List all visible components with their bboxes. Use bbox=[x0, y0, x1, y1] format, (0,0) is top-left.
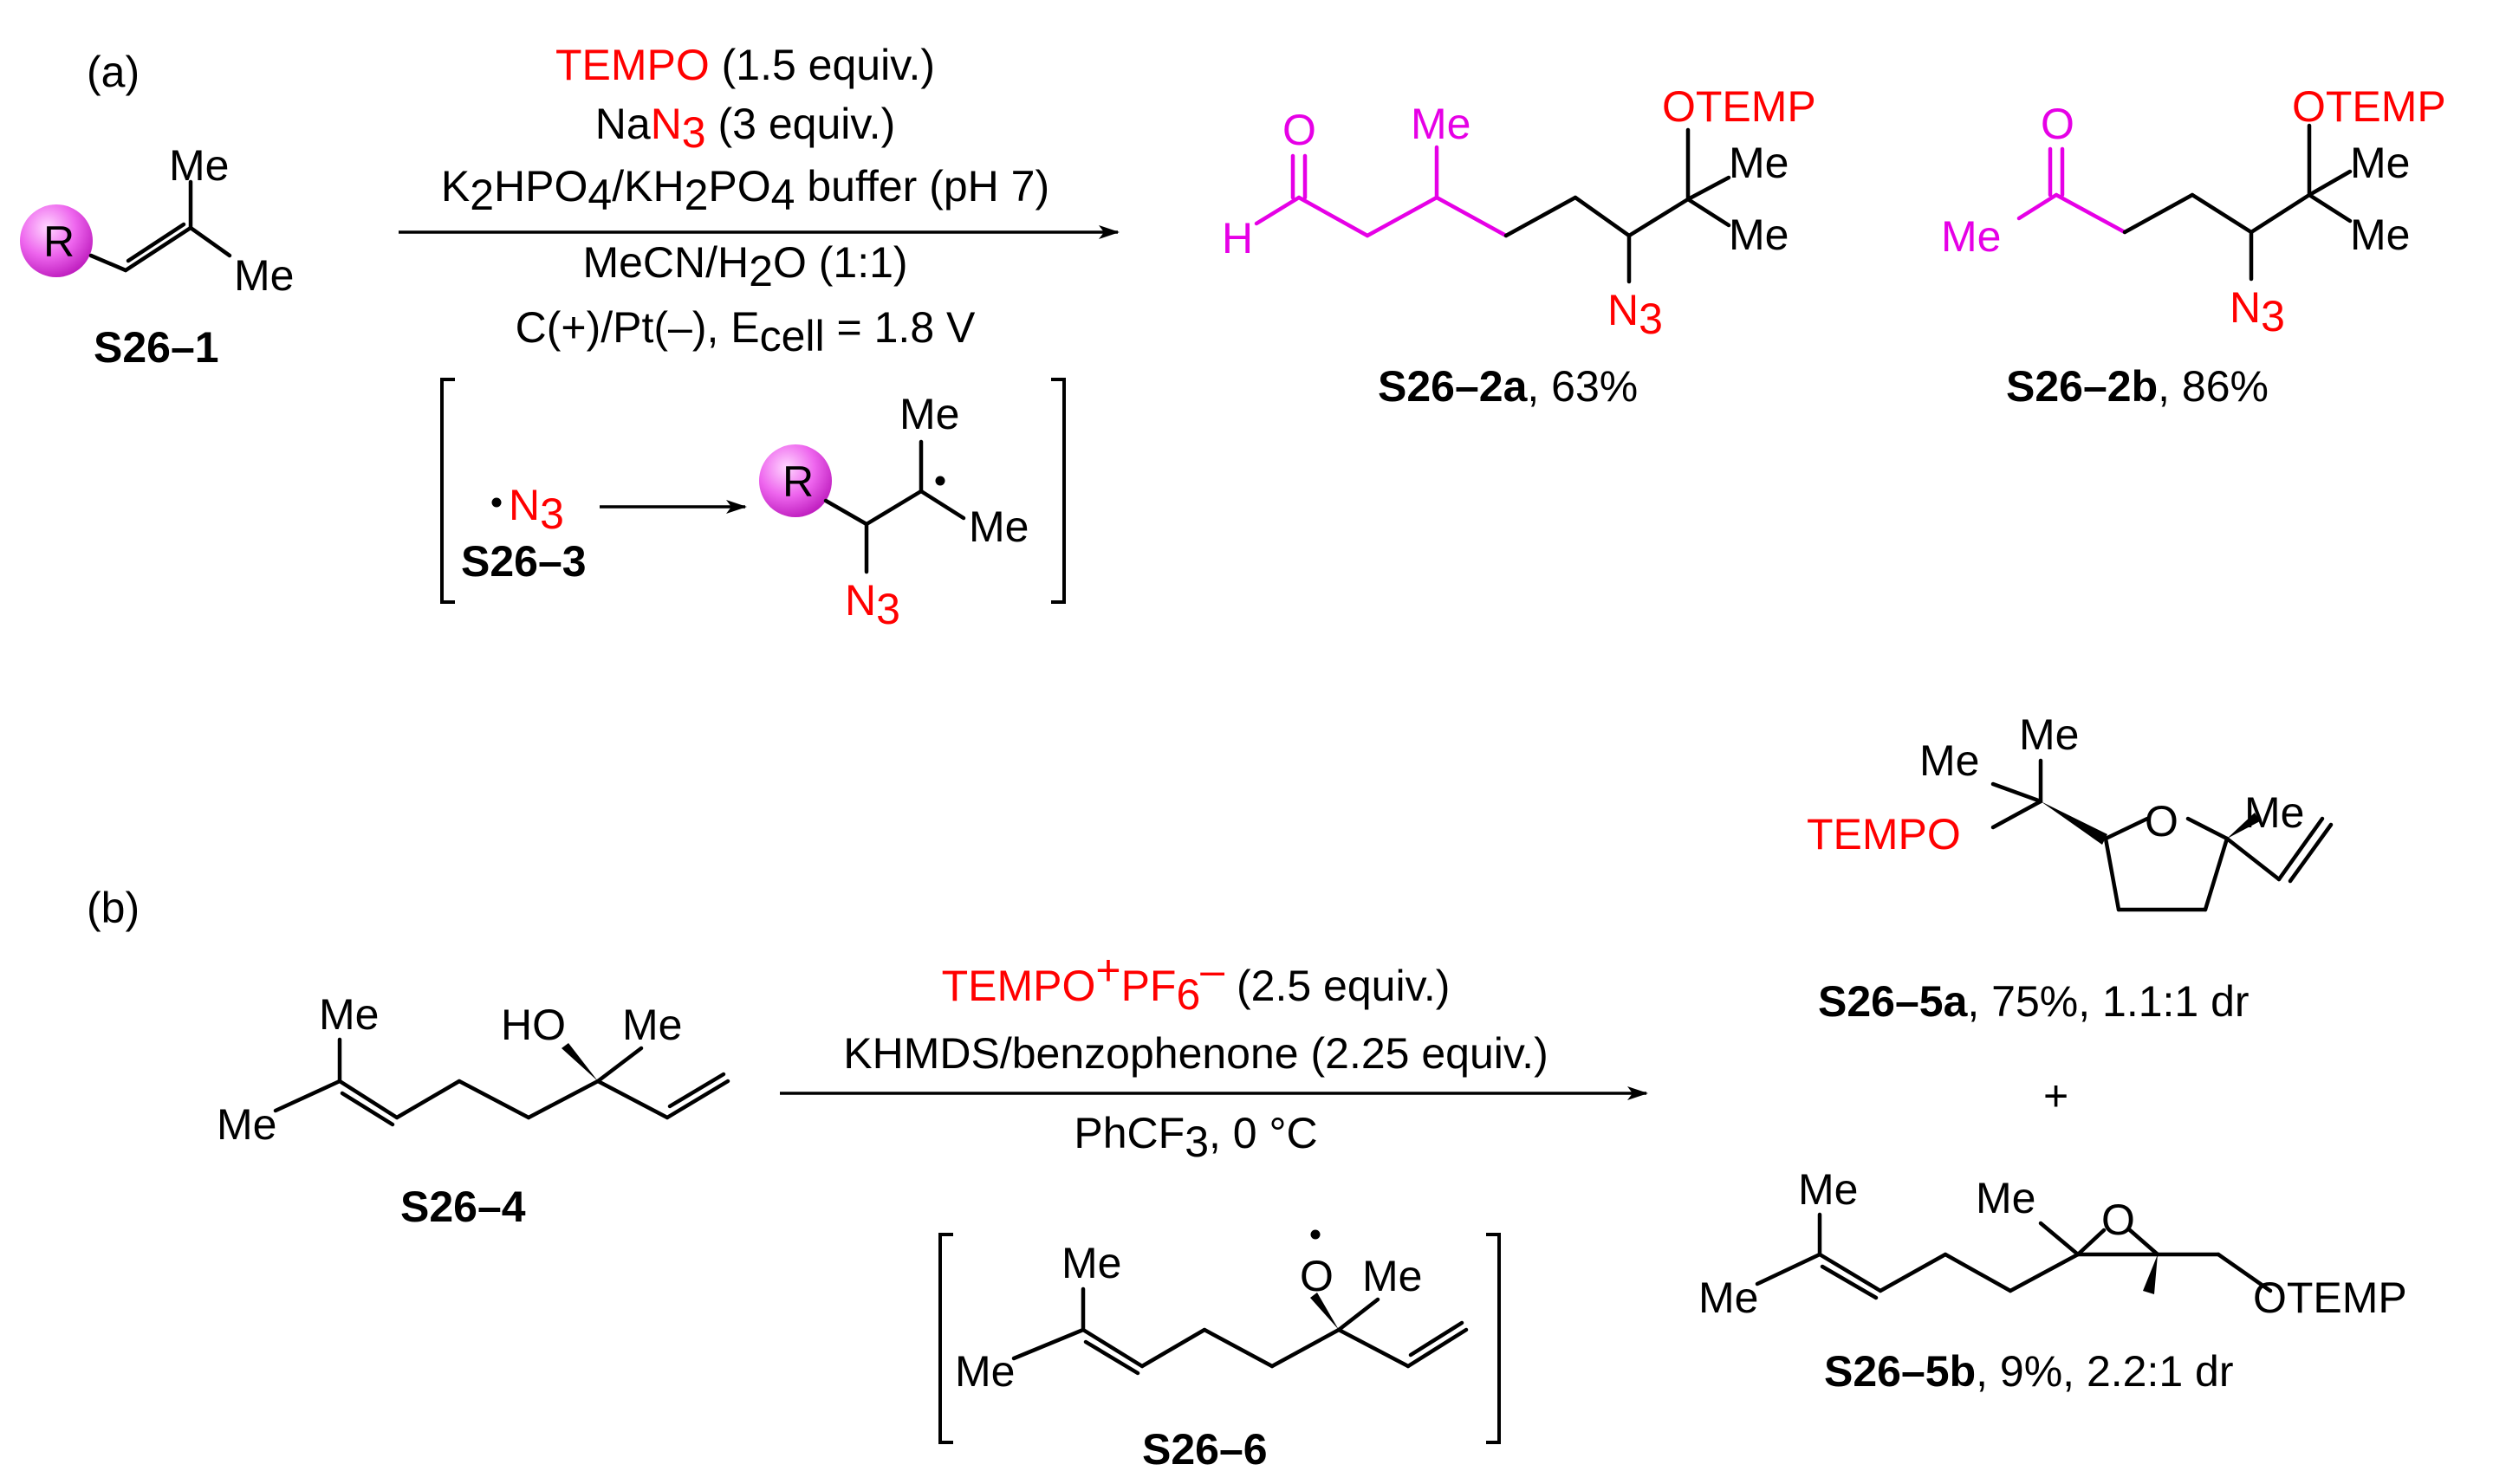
conditions-b: TEMPO+PF6– (2.5 equiv.) KHMDS/benzopheno… bbox=[780, 946, 1648, 1166]
product-s26-5b: Me Me Me O OTEMP S26–5b, 9%, 2.2:1 dr bbox=[1698, 1165, 2407, 1396]
compound-id-s26-2b: S26–2b, 86% bbox=[2006, 362, 2269, 411]
wedge-bond bbox=[1310, 1293, 1339, 1330]
methyl-label: Me bbox=[1798, 1165, 1858, 1214]
azide-label: N3 bbox=[1607, 286, 1663, 343]
compound-id-s26-2a: S26–2a, 63% bbox=[1378, 362, 1638, 411]
otemp-label: OTEMP bbox=[2292, 82, 2446, 131]
methyl-label: Me bbox=[1698, 1273, 1758, 1322]
oxygen-label: O bbox=[2101, 1196, 2135, 1244]
methyl-label: Me bbox=[2244, 788, 2304, 837]
methyl-label: Me bbox=[2350, 139, 2410, 187]
intermediate-s26-6: Me Me O Me S26–6 bbox=[938, 1229, 1501, 1474]
oxygen-label: O bbox=[2145, 797, 2178, 846]
methyl-label: Me bbox=[1061, 1239, 1121, 1287]
oxygen-radical: O bbox=[1300, 1252, 1334, 1300]
part-a-label: (a) bbox=[87, 48, 140, 96]
conditions-a: TEMPO (1.5 equiv.) NaN3 (3 equiv.) K2HPO… bbox=[399, 41, 1120, 360]
oxygen-label: O bbox=[2041, 100, 2074, 148]
methyl-label: Me bbox=[1411, 100, 1470, 148]
azide-radical: N3 bbox=[509, 481, 564, 538]
condition-line-3: K2HPO4/KH2PO4 buffer (pH 7) bbox=[441, 162, 1049, 219]
compound-id-s26-6: S26–6 bbox=[1142, 1425, 1268, 1474]
methyl-label: Me bbox=[955, 1347, 1015, 1396]
condition-line-3: PhCF3, 0 °C bbox=[1074, 1109, 1317, 1166]
methyl-label: Me bbox=[2350, 211, 2410, 259]
compound-id-s26-3: S26–3 bbox=[461, 537, 587, 586]
substrate-s26-1: R Me Me S26–1 bbox=[20, 141, 294, 372]
methyl-label: Me bbox=[1729, 139, 1789, 187]
mechanism-a: N3 S26–3 R Me Me N3 bbox=[440, 378, 1066, 633]
otemp-label: OTEMP bbox=[1662, 82, 1816, 131]
methyl-label: Me bbox=[1976, 1174, 2035, 1222]
condition-line-2: KHMDS/benzophenone (2.25 equiv.) bbox=[843, 1029, 1548, 1078]
methyl-label: Me bbox=[1729, 211, 1789, 259]
radical-dot bbox=[491, 497, 502, 508]
methyl-label: Me bbox=[1362, 1252, 1422, 1300]
condition-line-1: TEMPO+PF6– (2.5 equiv.) bbox=[942, 946, 1451, 1019]
compound-id-s26-5a: S26–5a, 75%, 1.1:1 dr bbox=[1818, 977, 2250, 1026]
methyl-label: Me bbox=[319, 990, 379, 1039]
otemp-label: OTEMP bbox=[2253, 1273, 2407, 1322]
condition-line-5: C(+)/Pt(–), Ecell = 1.8 V bbox=[516, 303, 976, 360]
product-s26-2b: O Me N3 OTEMP Me Me S26–2b, 86% bbox=[1941, 82, 2446, 411]
radical-dot bbox=[1310, 1229, 1321, 1240]
hydrogen-label: H bbox=[1222, 214, 1253, 262]
compound-id-s26-5b: S26–5b, 9%, 2.2:1 dr bbox=[1824, 1347, 2234, 1396]
methyl-label: Me bbox=[217, 1100, 276, 1149]
methyl-label: Me bbox=[969, 502, 1029, 551]
wedge-bond bbox=[2227, 813, 2260, 839]
bracket-left bbox=[440, 378, 455, 604]
r-label: R bbox=[43, 217, 75, 266]
tempo-label: TEMPO bbox=[1807, 810, 1961, 859]
azide-label: N3 bbox=[2230, 283, 2285, 340]
compound-id-s26-4: S26–4 bbox=[400, 1183, 526, 1231]
bracket-right bbox=[1051, 378, 1066, 604]
hydroxyl-label: HO bbox=[501, 1001, 566, 1049]
methyl-label: Me bbox=[169, 141, 229, 190]
wedge-bond bbox=[2143, 1254, 2158, 1294]
condition-line-2: NaN3 (3 equiv.) bbox=[595, 100, 895, 157]
product-s26-5a: Me Me TEMPO O Me S26–5a, 75%, 1.1:1 dr bbox=[1807, 710, 2334, 1026]
methyl-label: Me bbox=[2019, 710, 2079, 759]
methyl-label: Me bbox=[622, 1001, 682, 1049]
wedge-bond bbox=[562, 1043, 598, 1081]
bracket-left bbox=[938, 1233, 953, 1444]
compound-id-s26-1: S26–1 bbox=[94, 323, 219, 372]
r-label: R bbox=[782, 457, 814, 506]
methyl-label: Me bbox=[234, 251, 294, 300]
r-group-bead bbox=[759, 444, 832, 517]
substrate-s26-4: Me Me HO Me S26–4 bbox=[217, 990, 730, 1231]
part-b-label: (b) bbox=[87, 884, 140, 932]
methyl-label: Me bbox=[899, 390, 959, 438]
azide-label: N3 bbox=[845, 576, 900, 633]
methyl-label: Me bbox=[1941, 212, 2001, 261]
plus-sign: + bbox=[2043, 1072, 2068, 1120]
condition-line-1: TEMPO (1.5 equiv.) bbox=[555, 41, 935, 89]
bracket-right bbox=[1486, 1233, 1501, 1444]
product-s26-2a: O H Me N3 OTEMP Me Me S26–2a, 63% bbox=[1222, 82, 1816, 411]
wedge-bond bbox=[2041, 801, 2107, 845]
methyl-label: Me bbox=[1919, 736, 1979, 785]
condition-line-4: MeCN/H2O (1:1) bbox=[582, 238, 907, 295]
radical-dot bbox=[935, 476, 945, 486]
r-group-bead bbox=[20, 204, 93, 277]
oxygen-label: O bbox=[1282, 106, 1316, 154]
